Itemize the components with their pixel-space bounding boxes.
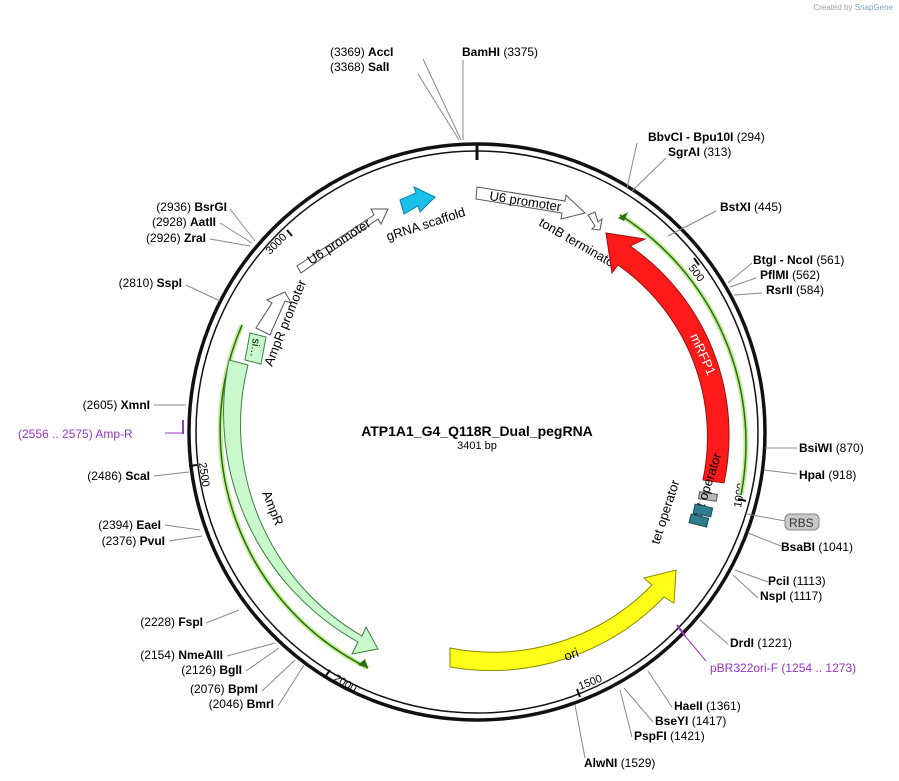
- enzyme-bpmi[interactable]: (2076) BpmI: [190, 682, 258, 696]
- feature-label: U6 promoter: [304, 215, 373, 267]
- feature-u6-promoter-1[interactable]: U6 promoter: [296, 208, 389, 274]
- plasmid-backbone: [187, 142, 767, 722]
- feature-label: RBS: [789, 516, 814, 530]
- feature-label: U6 promoter: [489, 188, 563, 214]
- enzyme-alwni[interactable]: AlwNI (1529): [584, 756, 655, 770]
- enzyme-fspi[interactable]: (2228) FspI: [140, 615, 203, 629]
- enzyme-sgrai[interactable]: SgrAI (313): [668, 145, 731, 159]
- credit-brand: SnapGene: [854, 3, 893, 12]
- enzyme-bamhi[interactable]: BamHI (3375): [462, 45, 538, 59]
- credit-prefix: Created by: [813, 3, 853, 12]
- enzyme-pspfi[interactable]: PspFI (1421): [634, 729, 705, 743]
- feature-u6-promoter-2[interactable]: U6 promoter: [475, 186, 587, 220]
- feature-mrfp1[interactable]: mRFP1: [605, 232, 730, 484]
- tick-2500: 2500: [196, 462, 211, 488]
- feature-rbs[interactable]: RBS: [746, 513, 820, 531]
- feature-ampr-promoter[interactable]: AmpR promoter: [255, 277, 309, 368]
- feature-label: gRNA scaffold: [384, 204, 467, 244]
- enzyme-bmri[interactable]: (2046) BmrI: [209, 697, 274, 711]
- primer-label: (2556 .. 2575) Amp-R: [18, 427, 133, 441]
- enzyme-nspi[interactable]: NspI (1117): [760, 589, 822, 603]
- enzyme-btgi-ncoi[interactable]: BtgI - NcoI (561): [753, 253, 844, 267]
- plasmid-name: ATP1A1_G4_Q118R_Dual_pegRNA: [361, 423, 593, 439]
- feature-label: si…: [247, 338, 262, 358]
- feature-ori[interactable]: ori: [449, 569, 677, 672]
- enzyme-nmeaiii[interactable]: (2154) NmeAIII: [140, 648, 223, 662]
- feature-label: AmpR: [259, 489, 286, 528]
- primer-range: (1254 .. 1273): [781, 661, 856, 675]
- enzyme-aatii[interactable]: (2928) AatII: [152, 215, 216, 229]
- feature-grna-scaffold[interactable]: gRNA scaffold: [384, 186, 467, 244]
- enzyme-connectors: [153, 58, 798, 759]
- enzyme-bstxi[interactable]: BstXI (445): [720, 200, 782, 214]
- plasmid-length: 3401 bp: [457, 440, 497, 452]
- enzyme-pcii[interactable]: PciI (1113): [768, 574, 826, 588]
- enzyme-labels: (3369) AccI (3368) SalI BamHI (3375) Bbv…: [83, 45, 864, 770]
- enzyme-xmni[interactable]: (2605) XmnI: [83, 398, 150, 412]
- enzyme-hpai[interactable]: HpaI (918): [799, 468, 856, 482]
- enzyme-haeii[interactable]: HaeII (1361): [674, 699, 741, 713]
- enzyme-sali[interactable]: (3368) SalI: [330, 60, 389, 74]
- enzyme-bgli[interactable]: (2126) BglI: [181, 663, 242, 677]
- enzyme-drdi[interactable]: DrdI (1221): [730, 636, 792, 650]
- enzyme-sspi[interactable]: (2810) SspI: [119, 276, 182, 290]
- feature-label: tet operator: [648, 477, 683, 546]
- primer-name: pBR322ori-F: [710, 661, 778, 675]
- enzyme-pvui[interactable]: (2376) PvuI: [102, 534, 165, 548]
- enzyme-pflmi[interactable]: PflMI (562): [760, 268, 820, 282]
- enzyme-acci[interactable]: (3369) AccI: [330, 45, 393, 59]
- feature-label: ori: [562, 645, 581, 664]
- enzyme-eaei[interactable]: (2394) EaeI: [98, 518, 161, 532]
- tick-1000: 1000: [732, 482, 748, 508]
- orf-indicators: [217, 212, 749, 671]
- enzyme-bbvci-bpu10i[interactable]: BbvCI - Bpu10I (294): [648, 130, 765, 144]
- primer-label: pBR322ori-F (1254 .. 1273): [710, 661, 856, 675]
- primer-amp-r[interactable]: (2556 .. 2575) Amp-R: [18, 420, 184, 441]
- enzyme-bsabi[interactable]: BsaBI (1041): [781, 540, 853, 554]
- feature-signal-sequence[interactable]: si…: [244, 332, 267, 365]
- feature-ampr[interactable]: AmpR: [223, 359, 379, 655]
- primer-pbr322ori-f[interactable]: pBR322ori-F (1254 .. 1273): [676, 624, 856, 675]
- enzyme-bsrgi[interactable]: (2936) BsrGI: [156, 200, 227, 214]
- enzyme-zrai[interactable]: (2926) ZraI: [146, 231, 206, 245]
- primer-name: Amp-R: [95, 427, 133, 441]
- enzyme-scai[interactable]: (2486) ScaI: [87, 469, 150, 483]
- enzyme-rsrii[interactable]: RsrII (584): [766, 283, 824, 297]
- snapgene-credit: Created by SnapGene: [813, 3, 893, 12]
- enzyme-bseyi[interactable]: BseYI (1417): [655, 714, 726, 728]
- primer-range: (2556 .. 2575): [18, 427, 93, 441]
- enzyme-bsiwi[interactable]: BsiWI (870): [799, 441, 864, 455]
